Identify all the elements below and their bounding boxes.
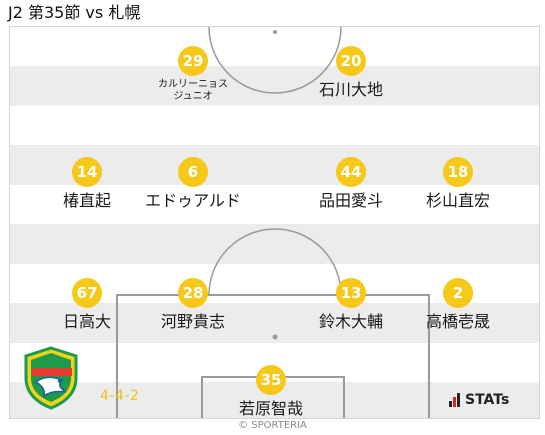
player-44[interactable]: 44 品田愛斗 — [291, 157, 411, 211]
player-number-badge: 13 — [336, 278, 366, 308]
player-2[interactable]: 2 高橋壱晟 — [398, 278, 518, 332]
player-number-badge: 20 — [336, 46, 366, 76]
match-title: J2 第35節 vs 札幌 — [8, 3, 141, 22]
player-13[interactable]: 13 鈴木大輔 — [291, 278, 411, 332]
pitch: 29 カルリーニョス ジュニオ 20 石川大地 14 椿直起 6 エドゥアルド … — [9, 26, 540, 419]
pitch-stripe — [10, 66, 539, 106]
stats-logo-text: STATs — [465, 392, 510, 408]
jef-united-crest-icon — [22, 346, 80, 414]
stats-bars-icon — [449, 393, 460, 407]
player-number-badge: 35 — [256, 365, 286, 395]
player-number-badge: 29 — [178, 46, 208, 76]
player-number-badge: 67 — [72, 278, 102, 308]
pitch-markings — [116, 27, 430, 418]
pitch-stripe — [10, 224, 539, 264]
player-number-badge: 6 — [178, 157, 208, 187]
copyright: © SPORTERIA — [238, 420, 307, 431]
player-35[interactable]: 35 若原智哉 — [211, 365, 331, 418]
player-number-badge: 14 — [72, 157, 102, 187]
player-name: 高橋壱晟 — [425, 312, 490, 331]
player-number-badge: 28 — [178, 278, 208, 308]
player-name: 鈴木大輔 — [318, 312, 383, 331]
player-number-badge: 44 — [336, 157, 366, 187]
formation-label: 4-4-2 — [100, 388, 140, 404]
stats-logo: STATs — [449, 393, 509, 407]
player-20[interactable]: 20 石川大地 — [291, 46, 411, 100]
player-29[interactable]: 29 カルリーニョス ジュニオ — [133, 46, 253, 103]
player-number-badge: 18 — [443, 157, 473, 187]
player-name: エドゥアルド — [145, 191, 241, 210]
player-14[interactable]: 14 椿直起 — [27, 157, 147, 211]
player-name: 日高大 — [62, 312, 111, 331]
player-name: 椿直起 — [62, 191, 111, 210]
player-67[interactable]: 67 日高大 — [27, 278, 147, 332]
player-name: カルリーニョス ジュニオ — [158, 79, 228, 102]
player-name: 品田愛斗 — [318, 191, 383, 210]
player-name: 若原智哉 — [238, 399, 303, 418]
player-number-badge: 2 — [443, 278, 473, 308]
player-28[interactable]: 28 河野貴志 — [133, 278, 253, 332]
player-6[interactable]: 6 エドゥアルド — [133, 157, 253, 211]
player-18[interactable]: 18 杉山直宏 — [398, 157, 518, 211]
player-name: 杉山直宏 — [425, 191, 490, 210]
player-name: 石川大地 — [318, 80, 383, 99]
player-name: 河野貴志 — [160, 312, 225, 331]
